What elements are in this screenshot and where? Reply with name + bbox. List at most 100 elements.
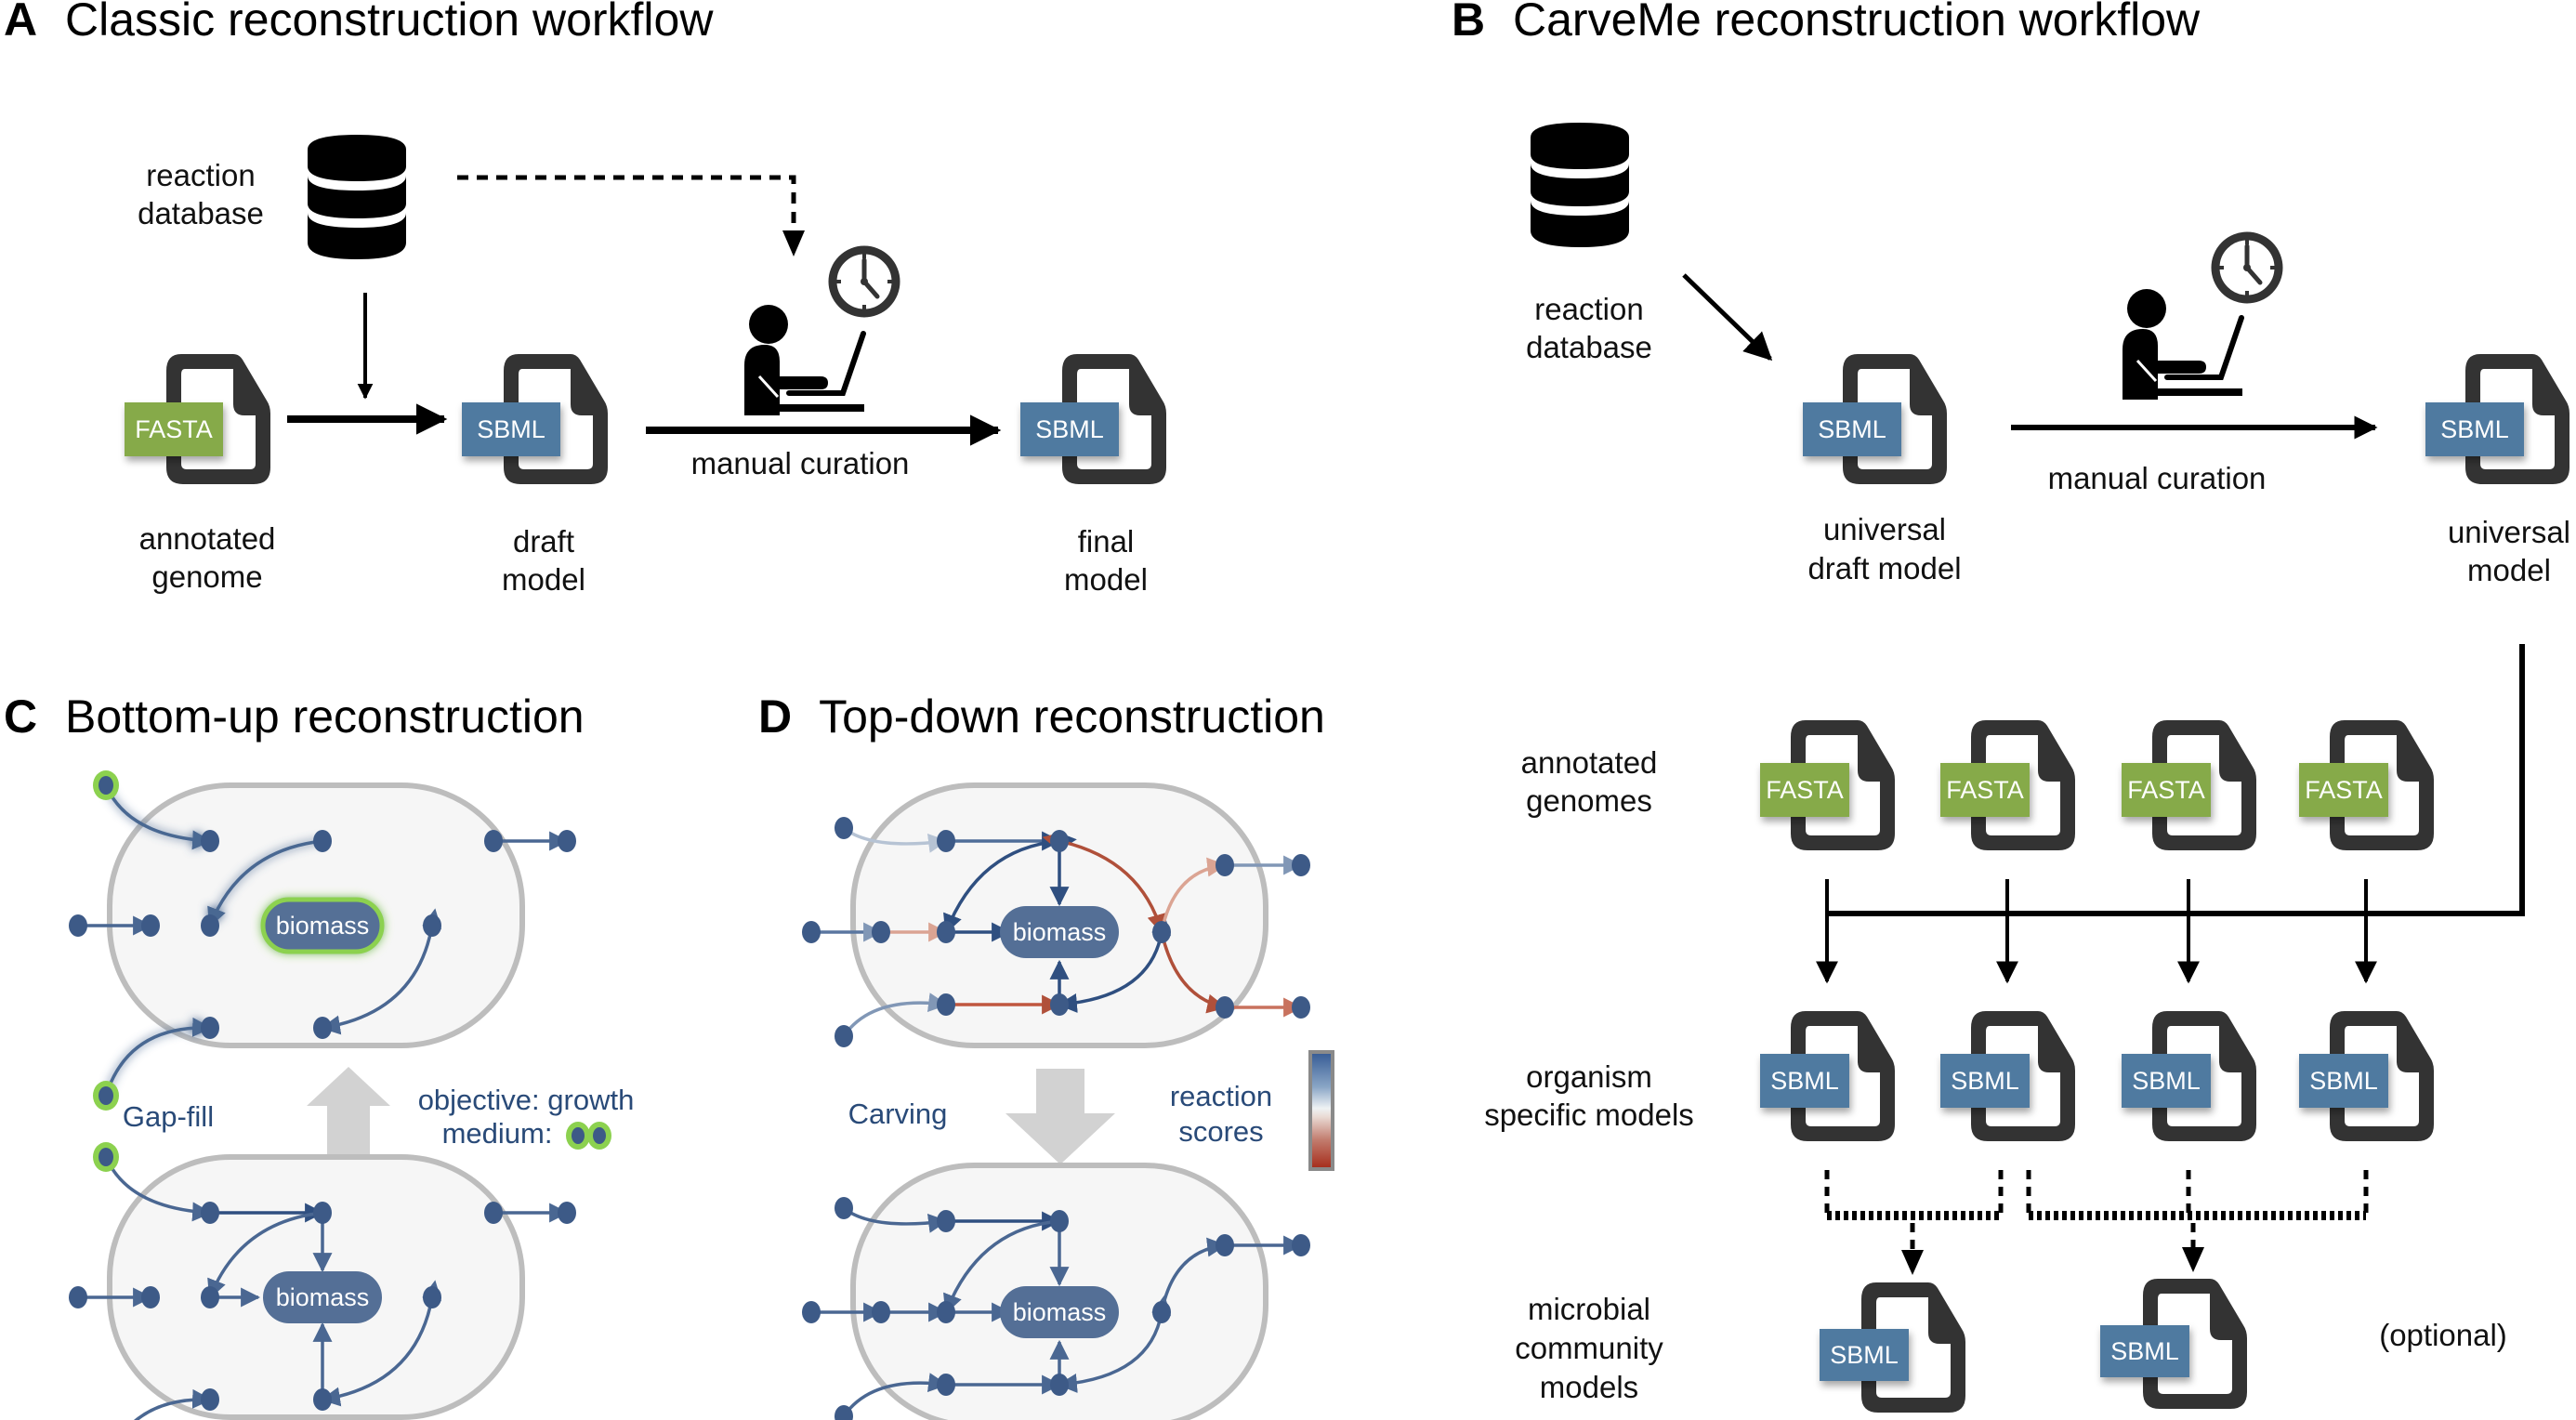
panel-a-title: A Classic reconstruction workflow xyxy=(4,0,714,46)
carving-label: Carving xyxy=(848,1098,948,1130)
draft-model-label-1: draft xyxy=(513,524,574,559)
biomass-label: biomass xyxy=(276,912,370,940)
panel-c: C Bottom-up reconstruction biomass Gap-f… xyxy=(4,690,634,1420)
person-at-laptop-icon xyxy=(744,305,864,415)
database-icon xyxy=(1531,123,1629,247)
network-universal-scored: biomass xyxy=(802,782,1310,1048)
network-draft: biomass xyxy=(69,1142,576,1420)
community-connectors xyxy=(1824,1170,2369,1275)
reaction-edge xyxy=(943,831,1077,934)
reaction-scores-label-1: reaction xyxy=(1170,1080,1272,1112)
file-annotated-genome: FASTA xyxy=(2122,720,2256,850)
annotated-genome-label-2: genome xyxy=(151,559,262,594)
panel-c-title: C Bottom-up reconstruction xyxy=(4,690,585,743)
metabolite-node xyxy=(937,1210,955,1232)
metabolite-node xyxy=(558,1202,576,1224)
metabolite-node xyxy=(558,830,576,852)
sbml-tag xyxy=(1020,402,1119,456)
universal-model-label-1: universal xyxy=(2448,515,2570,549)
sbml-tag xyxy=(2122,1054,2211,1108)
metabolite-node xyxy=(484,1202,503,1224)
file-organism-model: SBML xyxy=(1760,1011,1895,1141)
metabolite-node xyxy=(802,921,821,943)
sbml-tag xyxy=(2100,1325,2189,1377)
annotated-genome-label-1: annotated xyxy=(139,521,276,556)
arrow-db-to-universal-draft xyxy=(1682,273,1773,362)
annotated-genomes-label-2: genomes xyxy=(1526,783,1652,818)
sbml-tag-text: SBML xyxy=(2309,1067,2378,1095)
draft-model-label-2: model xyxy=(502,562,585,597)
biomass-node xyxy=(1000,906,1119,958)
metabolite-node xyxy=(313,1017,332,1039)
metabolite-node xyxy=(99,1086,113,1105)
reaction-edge xyxy=(320,1280,441,1407)
sbml-tag-text: SBML xyxy=(1035,415,1104,443)
final-model-label-1: final xyxy=(1078,524,1135,559)
biomass-node xyxy=(263,1271,382,1323)
network-carved: biomass xyxy=(802,1163,1310,1420)
sbml-tag xyxy=(1820,1329,1909,1381)
metabolite-node xyxy=(201,914,219,937)
universal-draft-label-2: draft model xyxy=(1807,551,1961,585)
panel-b-title: B CarveMe reconstruction workflow xyxy=(1452,0,2201,46)
reaction-edge xyxy=(207,1211,323,1299)
reaction-edge xyxy=(1057,914,1171,1013)
metabolite-node xyxy=(484,830,503,852)
metabolite-node xyxy=(141,914,160,937)
community-models-label-3: models xyxy=(1540,1370,1638,1404)
fasta-tag xyxy=(2299,763,2388,817)
fasta-tag-text: FASTA xyxy=(2305,776,2383,804)
medium-label: medium: xyxy=(442,1117,553,1150)
biomass-label: biomass xyxy=(276,1283,370,1311)
gapfill-label: Gap-fill xyxy=(123,1100,214,1133)
fasta-tag xyxy=(125,402,223,456)
file-organism-model: SBML xyxy=(1940,1011,2075,1141)
network-gapfilled: biomass xyxy=(69,770,576,1111)
metabolite-node xyxy=(1050,993,1069,1016)
metabolite-node xyxy=(1216,996,1234,1019)
metabolite-node xyxy=(872,921,890,943)
medium-metabolite-icons xyxy=(566,1122,611,1150)
fasta-tag-text: FASTA xyxy=(135,415,213,443)
sbml-tag xyxy=(1940,1054,2030,1108)
panel-c-title-text: Bottom-up reconstruction xyxy=(65,690,585,743)
metabolite-node xyxy=(1216,854,1234,876)
metabolite-node xyxy=(99,776,113,795)
metabolite-node xyxy=(835,1405,853,1420)
metabolite-node xyxy=(99,1148,113,1166)
panel-a-title-text: Classic reconstruction workflow xyxy=(65,0,714,46)
organism-models-label-1: organism xyxy=(1526,1059,1652,1094)
community-models-label-2: community xyxy=(1515,1331,1663,1365)
panel-d-letter: D xyxy=(758,690,792,743)
file-final-model: SBML xyxy=(1020,354,1166,484)
gapfill-arrow xyxy=(307,1067,390,1163)
metabolite-node xyxy=(872,1301,890,1323)
panel-d-title: D Top-down reconstruction xyxy=(758,690,1325,743)
final-model-label-2: model xyxy=(1064,562,1148,597)
metabolite-node xyxy=(1050,1374,1069,1396)
file-draft-model: SBML xyxy=(462,354,608,484)
metabolite-node xyxy=(1050,1210,1069,1232)
clock-icon xyxy=(833,250,896,313)
medium-metabolite-core xyxy=(593,1127,606,1144)
database-label-line1: reaction xyxy=(1534,292,1643,326)
dashed-arrowhead xyxy=(782,230,805,256)
database-label-line1: reaction xyxy=(146,158,255,192)
metabolite-node xyxy=(1152,1301,1171,1323)
sbml-tag xyxy=(2425,402,2524,456)
file-annotated-genome: FASTA xyxy=(1940,720,2075,850)
panel-d-title-text: Top-down reconstruction xyxy=(819,690,1325,743)
database-label-line2: database xyxy=(1526,330,1652,364)
medium-metabolite-core xyxy=(572,1127,585,1144)
community-models-label-1: microbial xyxy=(1528,1292,1650,1326)
panel-d: D Top-down reconstruction biomass Carvin… xyxy=(758,690,1334,1420)
metabolite-node xyxy=(1152,921,1171,943)
objective-label: objective: growth xyxy=(418,1084,635,1116)
metabolite-node xyxy=(313,830,332,852)
metabolite-node xyxy=(201,1202,219,1224)
optional-label: (optional) xyxy=(2379,1318,2507,1352)
metabolite-node xyxy=(201,830,219,852)
manual-curation-label: manual curation xyxy=(2048,461,2267,495)
